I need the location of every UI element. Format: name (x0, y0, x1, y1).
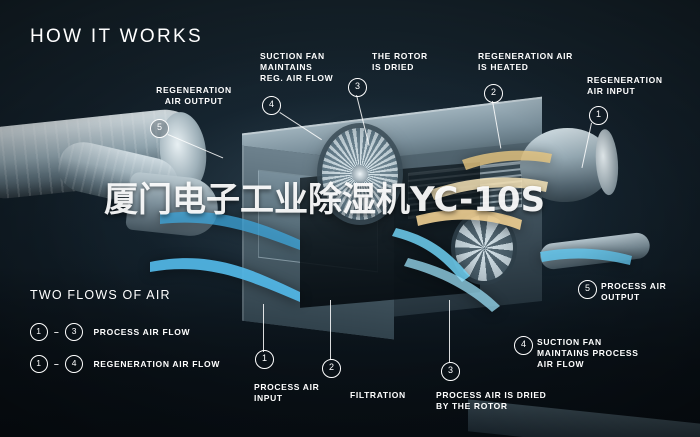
legend-label-process-air-flow: PROCESS AIR FLOW (93, 327, 191, 337)
callout-bubble-2-filtration: 2 (322, 359, 341, 378)
suction-fan (455, 215, 513, 281)
legend-row-process-air-flow: 1 – 3 PROCESS AIR FLOW (30, 323, 190, 341)
leader-line-filtration (330, 300, 331, 360)
callout-label-suction-fan-reg: SUCTION FAN MAINTAINS REG. AIR FLOW (260, 51, 334, 83)
callout-bubble-2-regeneration-air-heated: 2 (484, 84, 503, 103)
leader-line-process-air-input (263, 304, 264, 352)
callout-label-regeneration-air-input: REGENERATION AIR INPUT (587, 75, 663, 96)
legend-row-regeneration-air-flow: 1 – 4 REGENERATION AIR FLOW (30, 355, 220, 373)
leader-line-process-air-dried (449, 300, 450, 363)
callout-label-process-air-output: PROCESS AIR OUTPUT (601, 281, 667, 302)
callout-bubble-1-process-air-input: 1 (255, 350, 274, 369)
callout-bubble-4-suction-fan-process: 4 (514, 336, 533, 355)
legend-bubble-from-1b: 1 (30, 355, 48, 373)
callout-bubble-3-rotor-dried: 3 (348, 78, 367, 97)
page-title: HOW IT WORKS (30, 26, 203, 47)
callout-label-process-air-dried: PROCESS AIR IS DRIED BY THE ROTOR (436, 390, 547, 411)
callout-label-suction-fan-process: SUCTION FAN MAINTAINS PROCESS AIR FLOW (537, 337, 639, 369)
callout-label-filtration: FILTRATION (350, 390, 406, 400)
callout-label-process-air-input: PROCESS AIR INPUT (254, 382, 320, 403)
callout-bubble-3-process-air-dried: 3 (441, 362, 460, 381)
legend-dash-1: – (54, 327, 60, 337)
callout-label-regeneration-air-output: REGENERATION AIR OUTPUT (156, 85, 232, 106)
legend-bubble-from-1: 1 (30, 323, 48, 341)
legend-label-regeneration-air-flow: REGENERATION AIR FLOW (93, 359, 221, 369)
legend-dash-2: – (54, 359, 60, 369)
callout-label-rotor-dried: THE ROTOR IS DRIED (372, 51, 428, 72)
callout-label-regeneration-air-heated: REGENERATION AIR IS HEATED (478, 51, 573, 72)
callout-bubble-4-suction-fan-reg: 4 (262, 96, 281, 115)
callout-bubble-5-regeneration-air-output: 5 (150, 119, 169, 138)
legend-bubble-to-4: 4 (65, 355, 84, 373)
callout-bubble-1-regeneration-air-input: 1 (589, 106, 608, 125)
callout-bubble-5-process-air-output: 5 (578, 280, 597, 299)
legend-heading: TWO FLOWS OF AIR (30, 288, 171, 302)
legend-bubble-to-3: 3 (65, 323, 84, 341)
watermark-text: 厦门电子工业除湿机YC-10S (104, 180, 546, 220)
